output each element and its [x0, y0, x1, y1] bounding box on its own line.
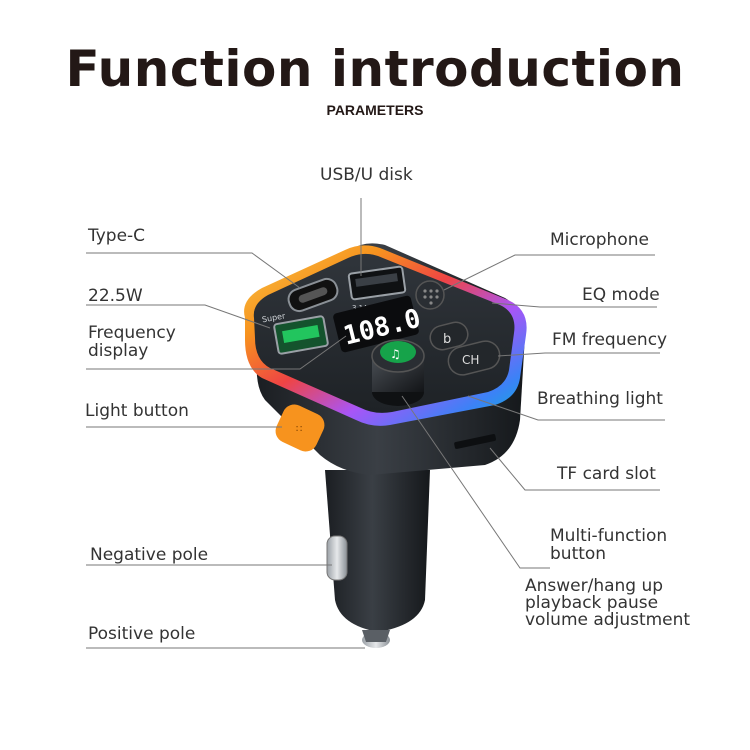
svg-text:♫: ♫: [390, 347, 401, 361]
light-button[interactable]: [272, 401, 329, 456]
ch-button-label: CH: [462, 353, 479, 367]
leader-lines: [86, 198, 665, 649]
page-subtitle: PARAMETERS: [326, 102, 424, 118]
label-type-c: Type-C: [88, 226, 146, 246]
label-breathing-light: Breathing light: [537, 389, 663, 409]
b-button[interactable]: b: [428, 320, 471, 352]
ch-button[interactable]: CH: [445, 338, 502, 378]
svg-text:∷: ∷: [296, 424, 302, 435]
usb-port: [347, 265, 407, 301]
port-super-label: Super: [261, 311, 286, 324]
label-usb-disk: USB/U disk: [320, 165, 413, 185]
microphone-hole: [415, 280, 445, 310]
label-multi-function-button: Multi-function button: [550, 526, 668, 564]
qc-usb-port: [273, 315, 329, 355]
multi-function-knob[interactable]: ♫: [371, 339, 425, 406]
label-light-button: Light button: [85, 401, 189, 421]
label-answer-playback-volume: Answer/hang up playback pause volume adj…: [525, 576, 691, 630]
label-eq-mode: EQ mode: [582, 285, 660, 305]
tf-card-slot-shape: [454, 434, 497, 449]
label-tf-card-slot: TF card slot: [557, 464, 656, 484]
label-negative-pole: Negative pole: [90, 545, 209, 565]
b-button-label: b: [443, 332, 451, 347]
page-title: Function introduction: [65, 40, 685, 98]
type-c-port: [287, 277, 339, 313]
label-frequency-display: Frequency display: [88, 323, 176, 361]
label-fm-frequency: FM frequency: [552, 330, 668, 350]
plug-shaft: [325, 470, 430, 648]
label-positive-pole: Positive pole: [88, 624, 196, 644]
negative-pole-contact: [326, 535, 348, 581]
label-22-5w: 22.5W: [88, 286, 143, 306]
label-microphone: Microphone: [550, 230, 649, 250]
